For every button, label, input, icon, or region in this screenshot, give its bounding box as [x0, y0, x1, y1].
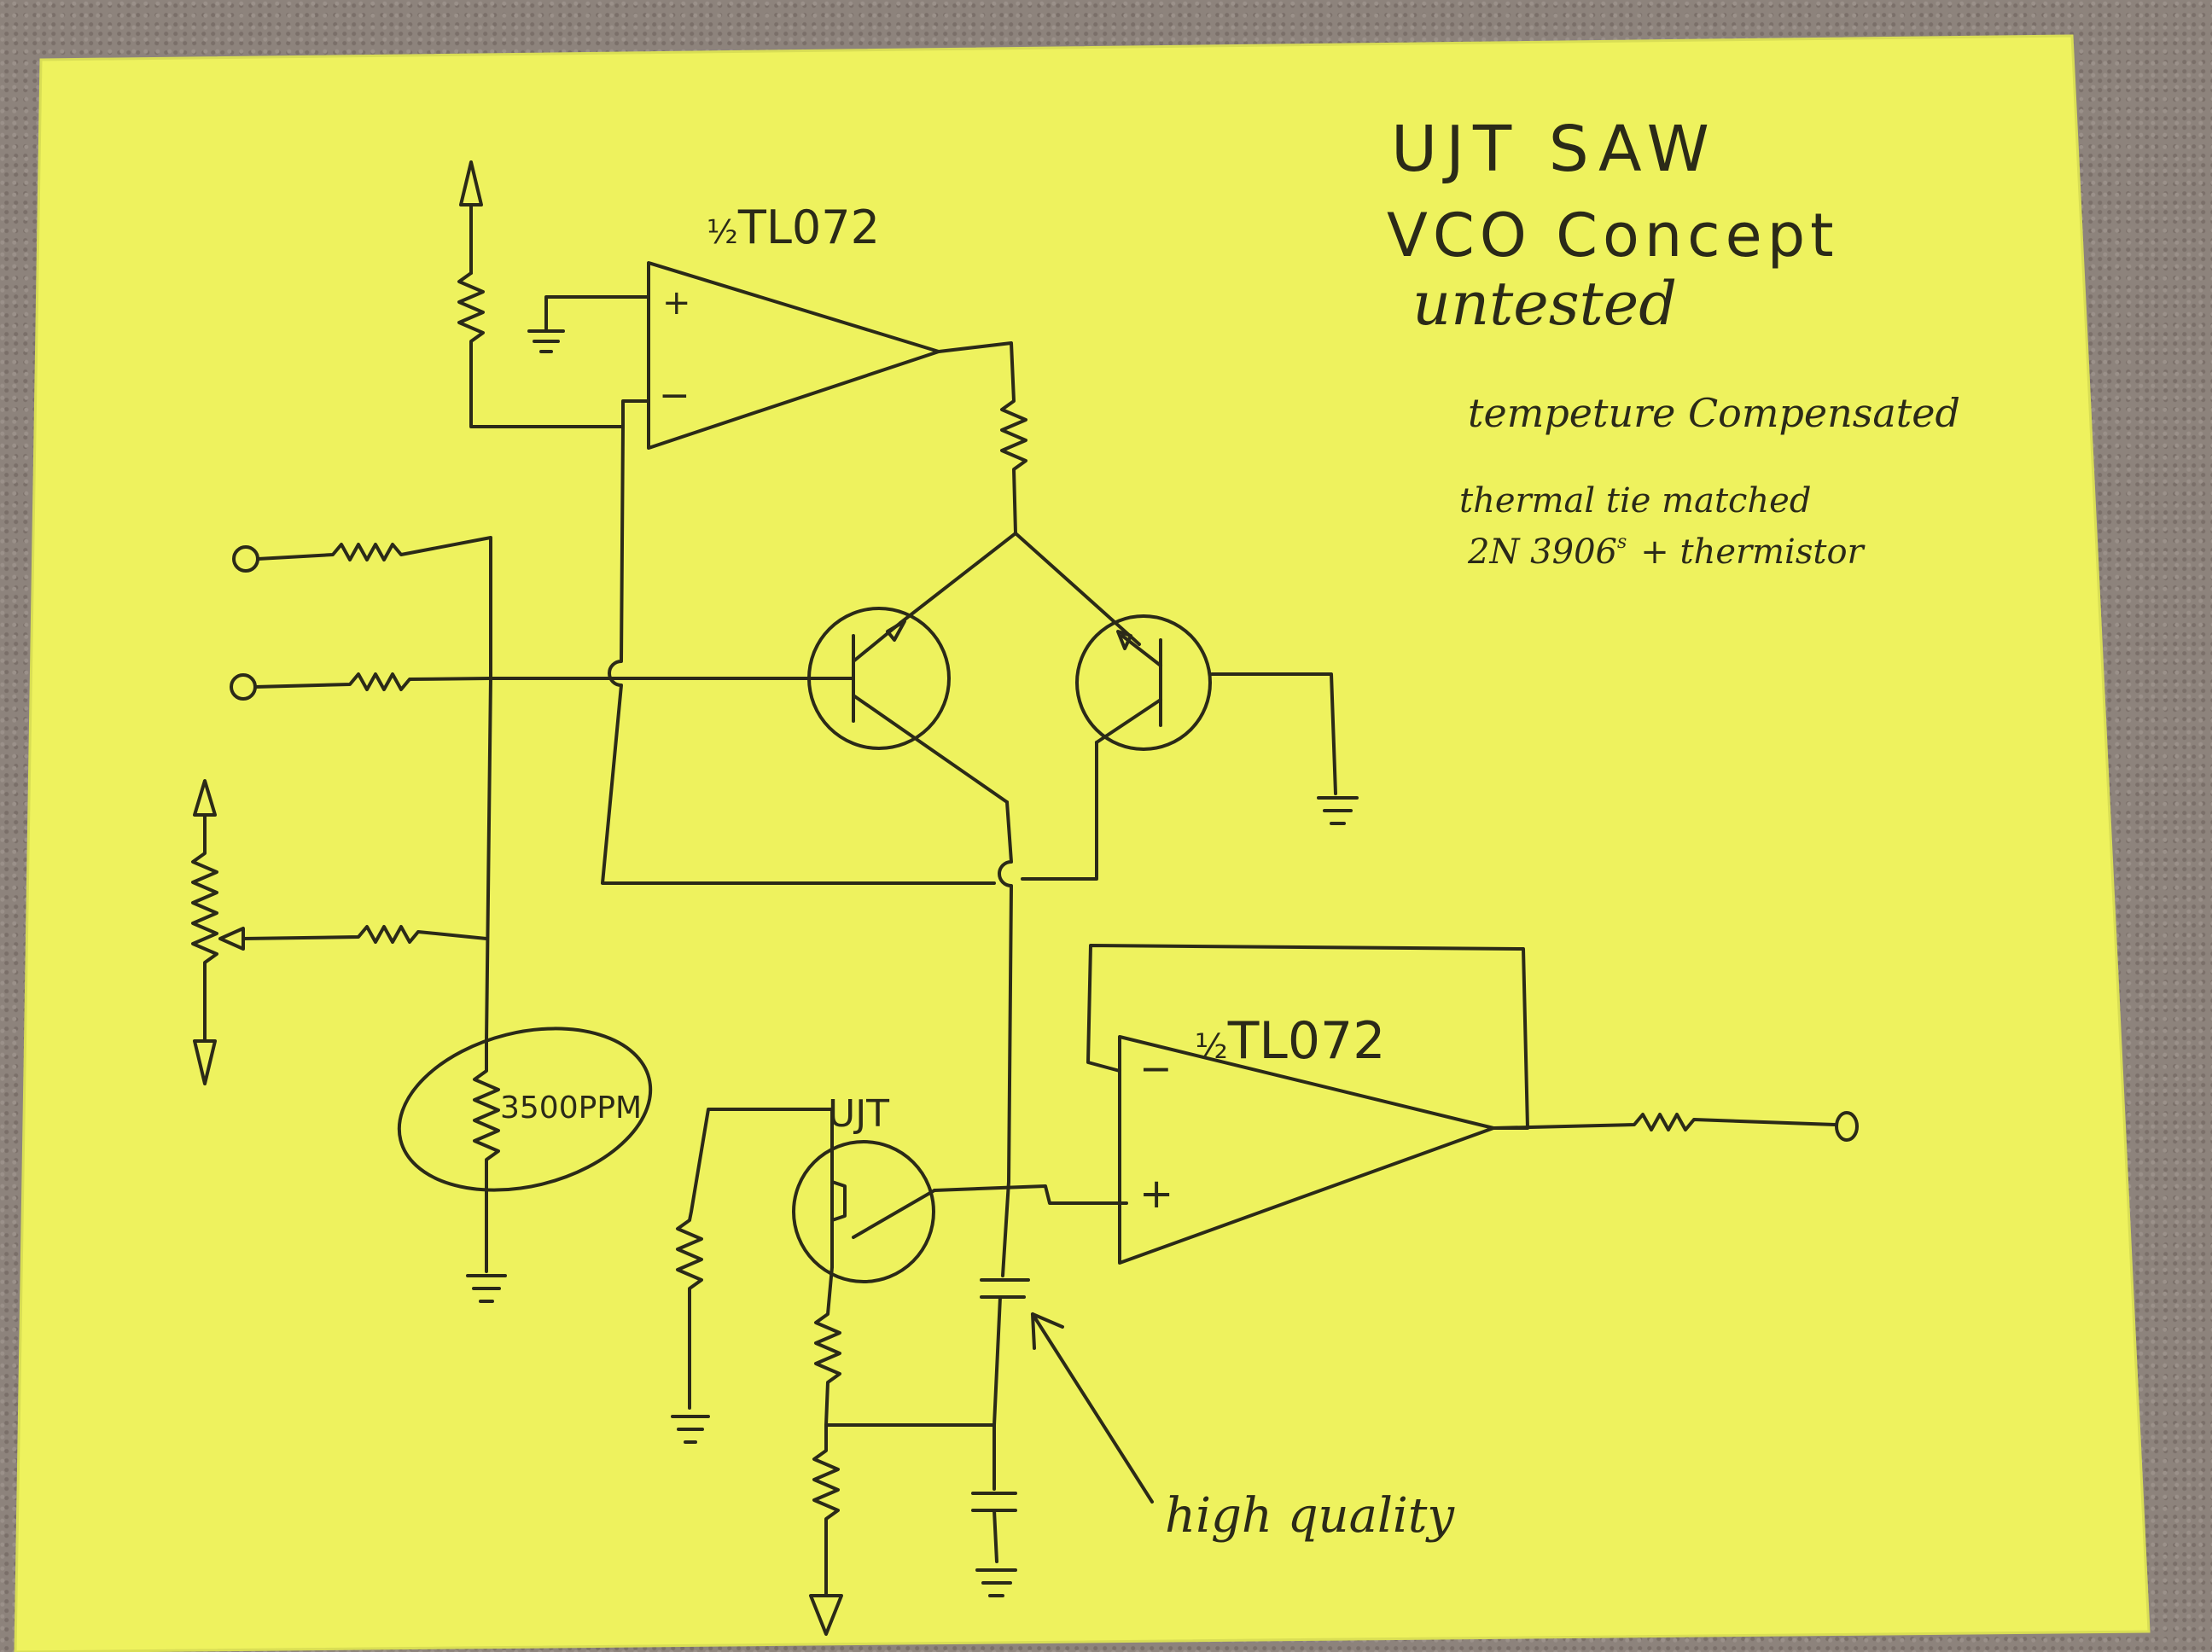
- callout-arrow: high quality: [1031, 1312, 1455, 1544]
- note-line-2: thermal tie matched: [1459, 481, 1811, 521]
- opamp-1: ½TL072 + −: [647, 201, 940, 450]
- tune-potentiometer: [191, 779, 488, 1085]
- title-line-2: VCO Concept: [1387, 201, 1839, 270]
- tempco-resistor: 3500PPM: [397, 1027, 653, 1273]
- ground-symbol-2: [1317, 796, 1359, 825]
- notes-block: tempeture Compensated thermal tie matche…: [1459, 390, 1960, 572]
- note-line-3: 2N 3906s+ thermistor: [1467, 532, 1866, 572]
- ground-symbol-5: [975, 1568, 1017, 1597]
- title-line-1: UJT SAW: [1391, 113, 1718, 186]
- resistor-b2: [676, 1108, 834, 1410]
- ground-symbol-1: [527, 329, 565, 353]
- title-block: UJT SAW VCO Concept untested: [1387, 113, 1839, 339]
- timing-capacitor: [980, 1180, 1030, 1427]
- title-line-3: untested: [1412, 269, 1677, 339]
- cv-input-2: [230, 672, 492, 701]
- tempco-label: 3500PPM: [500, 1091, 642, 1126]
- opamp-1-label: ½TL072: [707, 201, 880, 254]
- ground-symbol-3: [466, 1274, 507, 1303]
- transistor-q2: [1075, 614, 1212, 751]
- opamp-2-plus: +: [1139, 1170, 1173, 1218]
- note-line-1: tempeture Compensated: [1468, 390, 1960, 436]
- callout-label: high quality: [1165, 1488, 1455, 1544]
- opamp-1-plus: +: [662, 283, 691, 323]
- output-jack: [1492, 1111, 1859, 1142]
- resistor-r1: [457, 271, 650, 428]
- yellow-paper: [15, 36, 2149, 1652]
- cv-input-1: [232, 536, 492, 680]
- ground-symbol-4: [671, 1415, 710, 1444]
- vcc-arrow-1: [459, 160, 483, 275]
- opamp-2-label: ½TL072: [1195, 1011, 1385, 1071]
- ujt-label: UJT: [828, 1092, 889, 1136]
- capacitor-2: [971, 1423, 1017, 1563]
- opamp-1-minus: −: [659, 374, 690, 417]
- resistor-r2: [937, 341, 1027, 535]
- ujt: UJT: [792, 1092, 936, 1283]
- opamp-2-minus: −: [1139, 1045, 1173, 1091]
- opamp-2: ½TL072 − +: [1118, 1011, 1495, 1265]
